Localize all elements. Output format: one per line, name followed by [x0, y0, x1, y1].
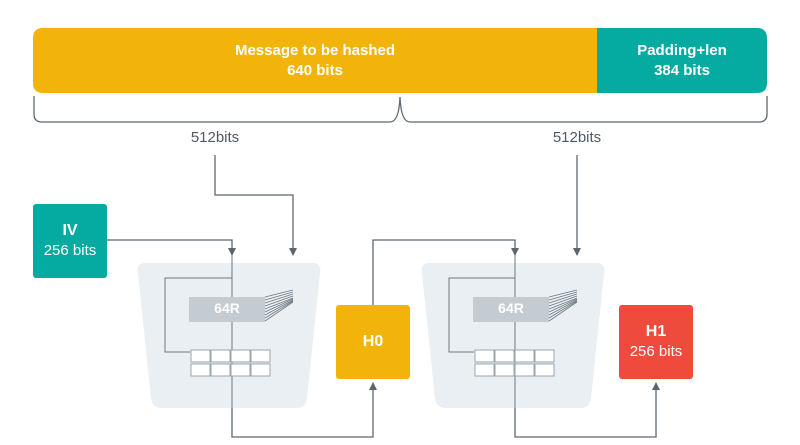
iv-bits: 256 bits — [43, 242, 97, 259]
h0-box: H0 — [336, 305, 410, 379]
compress2-internals — [448, 252, 578, 437]
compress2-to-h1-arrow — [514, 382, 660, 438]
compress1-internals — [164, 252, 294, 437]
message-label: Message to be hashed 640 bits — [33, 41, 597, 81]
block1-arrow — [214, 155, 297, 256]
iv-box: IV 256 bits — [33, 204, 107, 278]
compress1-to-h0-arrow — [231, 382, 377, 438]
padding-title: Padding+len — [637, 42, 727, 59]
right-brace — [410, 96, 768, 123]
padding-bits: 384 bits — [654, 62, 710, 79]
left-brace — [33, 96, 411, 123]
message-bar — [33, 28, 597, 93]
h1-box: H1 256 bits — [619, 305, 693, 379]
h1-title: H1 — [645, 323, 667, 340]
block1-label: 512bits — [190, 129, 240, 146]
compress1-rounds: 64R — [214, 300, 240, 316]
message-bits: 640 bits — [287, 62, 343, 79]
h0-to-compress2-arrow — [372, 239, 519, 305]
compress1-bg — [137, 263, 321, 408]
h0-title: H0 — [362, 333, 384, 350]
h1-bits: 256 bits — [629, 343, 683, 360]
iv-to-compress1-arrow — [107, 239, 236, 256]
block2-label: 512bits — [552, 129, 602, 146]
compress2-bg — [421, 263, 605, 408]
padding-label: Padding+len 384 bits — [597, 41, 767, 81]
compress2-rounds: 64R — [498, 300, 524, 316]
message-title: Message to be hashed — [234, 42, 396, 59]
iv-title: IV — [62, 222, 78, 239]
padding-bar — [597, 28, 767, 93]
